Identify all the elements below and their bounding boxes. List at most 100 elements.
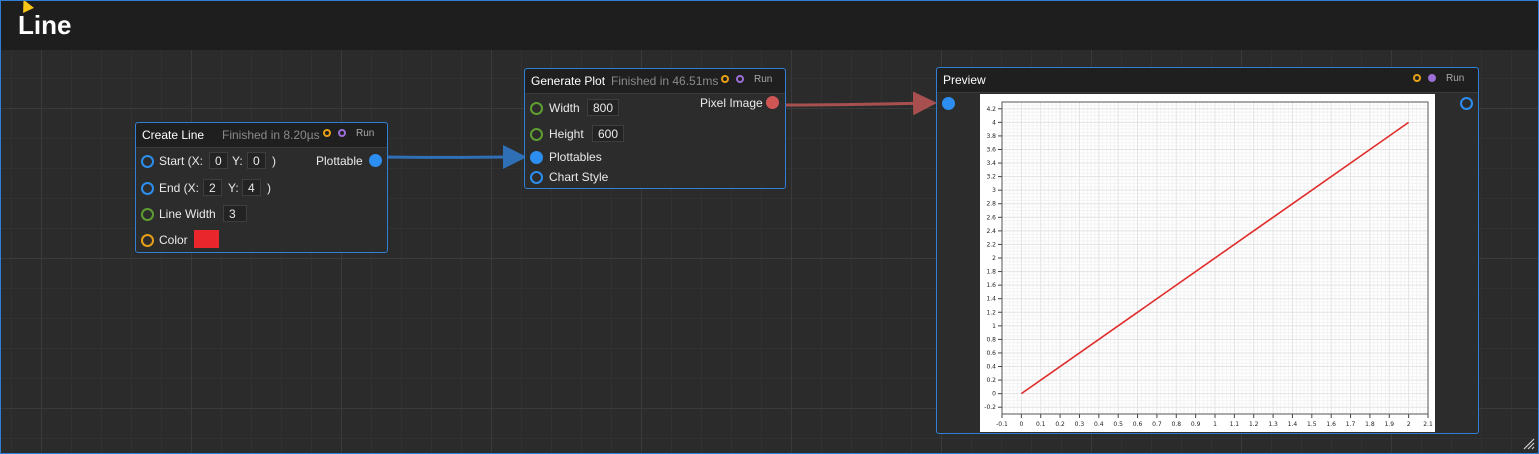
color-swatch[interactable] [194, 230, 219, 248]
generate-plot-node[interactable]: Generate Plot Finished in 46.51ms Run Wi… [524, 68, 786, 189]
start-input-port[interactable] [141, 155, 154, 168]
create-line-status: Finished in 8.20µs [222, 128, 320, 142]
pixel-image-output-label: Pixel Image [700, 96, 763, 110]
generate-plot-header[interactable]: Generate Plot Finished in 46.51ms Run [525, 69, 785, 94]
generate-plot-status: Finished in 46.51ms [611, 74, 719, 88]
x-tick-label: 1.2 [1249, 421, 1259, 428]
plot-frame [1001, 101, 1429, 415]
x-tick-label: 0.3 [1075, 421, 1085, 428]
y-tick-label: 2.6 [986, 214, 996, 221]
create-line-node[interactable]: Create Line Finished in 8.20µs Run Start… [135, 122, 388, 253]
pixel-image-output-port[interactable] [766, 96, 779, 109]
line-width-label: Line Width [159, 207, 216, 221]
y-tick-label: 2.2 [986, 241, 996, 248]
start-y-field[interactable]: 0 [247, 152, 266, 169]
x-tick-label: 2 [1407, 421, 1411, 428]
end-y-field[interactable]: 4 [242, 179, 261, 196]
run-purple-indicator-icon[interactable] [736, 75, 744, 83]
preview-output-port[interactable] [1460, 97, 1473, 110]
preview-title: Preview [943, 73, 986, 87]
x-tick-label: 1.7 [1346, 421, 1356, 428]
create-line-run-button[interactable]: Run [356, 128, 375, 139]
x-tick-label: 1.6 [1326, 421, 1336, 428]
end-row: End (X: 2 Y: 4 ) [136, 178, 387, 198]
run-orange-indicator-icon[interactable] [721, 75, 729, 83]
start-y-label: Y: [232, 154, 243, 168]
create-line-header[interactable]: Create Line Finished in 8.20µs Run [136, 123, 387, 148]
preview-input-port[interactable] [942, 97, 955, 110]
x-tick-label: 0.8 [1171, 421, 1181, 428]
y-tick-label: 0.2 [986, 377, 996, 384]
node-canvas[interactable]: Create Line Finished in 8.20µs Run Start… [1, 50, 1538, 453]
run-purple-indicator-icon[interactable] [338, 129, 346, 137]
y-tick-label: 2.8 [986, 201, 996, 208]
chart-style-input-port[interactable] [530, 171, 543, 184]
y-tick-label: 1.6 [986, 282, 996, 289]
preview-run-button[interactable]: Run [1446, 73, 1465, 84]
width-label: Width [549, 101, 580, 115]
end-input-port[interactable] [141, 182, 154, 195]
line-width-field[interactable]: 3 [223, 205, 247, 222]
end-label: End (X: [159, 181, 200, 195]
x-tick-label: 0 [1019, 421, 1023, 428]
width-field[interactable]: 800 [587, 99, 620, 116]
height-row: Height 600 [525, 124, 785, 144]
line-width-input-port[interactable] [141, 208, 154, 221]
create-line-title: Create Line [142, 128, 205, 142]
x-tick-label: 1.9 [1384, 421, 1394, 428]
y-tick-label: 4.2 [986, 106, 996, 113]
title-bar: Line [1, 1, 1538, 50]
color-label: Color [159, 233, 188, 247]
height-field[interactable]: 600 [592, 125, 625, 142]
start-close-paren: ) [272, 154, 276, 168]
x-tick-label: 0.9 [1191, 421, 1201, 428]
generate-plot-title: Generate Plot [531, 74, 606, 88]
y-tick-label: 1 [992, 323, 996, 330]
y-tick-label: 1.8 [986, 269, 996, 276]
y-tick-label: 0.6 [986, 350, 996, 357]
start-x-field[interactable]: 0 [209, 152, 228, 169]
generate-plot-run-button[interactable]: Run [754, 74, 773, 85]
run-purple-indicator-icon[interactable] [1428, 74, 1436, 82]
plottables-label: Plottables [549, 150, 602, 164]
chart-style-label: Chart Style [549, 170, 609, 184]
y-tick-label: 3.4 [986, 160, 996, 167]
line-series [1020, 121, 1410, 395]
wire-pixel-image[interactable] [779, 91, 937, 116]
plottable-output-label: Plottable [316, 154, 363, 168]
x-tick-label: 1.1 [1230, 421, 1240, 428]
run-orange-indicator-icon[interactable] [323, 129, 331, 137]
x-tick-label: 1.4 [1288, 421, 1298, 428]
run-orange-indicator-icon[interactable] [1413, 74, 1421, 82]
resize-grip-icon[interactable] [1523, 438, 1535, 450]
window-title: Line [18, 10, 72, 40]
width-input-port[interactable] [530, 102, 543, 115]
x-tick-label: 0.7 [1152, 421, 1162, 428]
x-tick-label: 0.2 [1055, 421, 1065, 428]
end-x-field[interactable]: 2 [203, 179, 222, 196]
plottable-output-port[interactable] [369, 154, 382, 167]
y-tick-label: 0.4 [986, 364, 996, 371]
end-close-paren: ) [267, 181, 271, 195]
x-tick-label: -0.1 [996, 421, 1008, 428]
y-tick-label: 2.4 [986, 228, 996, 235]
x-tick-label: 2.1 [1423, 421, 1433, 428]
x-tick-label: 1.3 [1268, 421, 1278, 428]
x-tick-label: 1 [1213, 421, 1217, 428]
plottables-row: Plottables [525, 147, 785, 167]
y-tick-label: 2 [992, 255, 996, 262]
color-input-port[interactable] [141, 234, 154, 247]
height-input-port[interactable] [530, 128, 543, 141]
plottables-input-port[interactable] [530, 151, 543, 164]
start-label: Start (X: [159, 154, 204, 168]
y-tick-label: 0.8 [986, 336, 996, 343]
y-tick-label: 1.2 [986, 309, 996, 316]
preview-header[interactable]: Preview Run [937, 68, 1478, 93]
wires-layer [381, 91, 937, 170]
width-row: Width 800 Pixel Image [525, 96, 785, 118]
chart-style-row: Chart Style [525, 167, 785, 187]
